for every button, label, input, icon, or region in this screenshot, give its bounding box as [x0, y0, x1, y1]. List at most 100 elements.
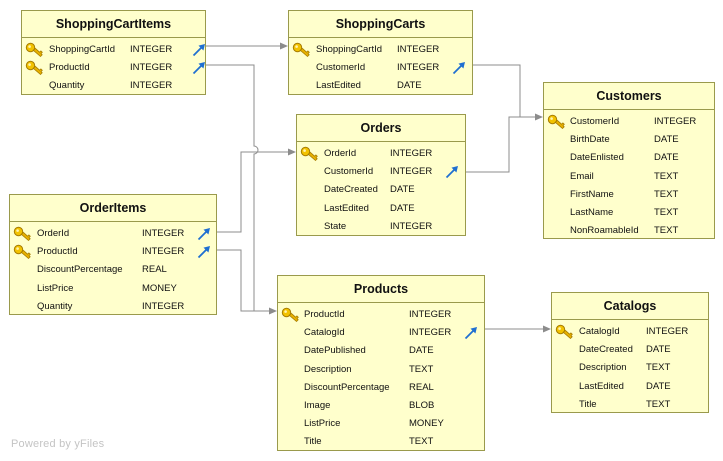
column-type: REAL: [142, 264, 167, 276]
column-type: INTEGER: [130, 62, 173, 74]
edge-order-items-to-products: [217, 249, 272, 312]
column-name: LastName: [570, 206, 614, 218]
column-type: INTEGER: [390, 148, 433, 159]
arrowhead: [280, 42, 288, 50]
column-name: State: [324, 220, 347, 232]
column-name: LastEdited: [316, 80, 361, 92]
column-name: CustomerId: [316, 62, 366, 74]
column-name: LastEdited: [324, 202, 369, 214]
column-name: DiscountPercentage: [37, 264, 123, 276]
column-name: Image: [304, 399, 331, 411]
column-type: MONEY: [142, 282, 177, 294]
column-type: DATE: [646, 380, 671, 392]
edge-shopping-cart-items-to-products: [206, 64, 272, 312]
column-name: Quantity: [37, 300, 73, 312]
column-type: BLOB: [409, 399, 435, 411]
column-name: DateCreated: [324, 184, 378, 196]
column-type: REAL: [409, 381, 434, 393]
column-type: INTEGER: [130, 44, 173, 55]
arrowhead: [288, 148, 296, 156]
column-row-list-price[interactable]: ListPrice MONEY: [10, 280, 216, 298]
column-type: DATE: [390, 202, 415, 214]
column-row-shopping-cart-id[interactable]: ShoppingCartId INTEGER: [22, 41, 205, 59]
column-type: DATE: [390, 184, 415, 196]
column-type: INTEGER: [397, 62, 440, 74]
column-row-last-edited[interactable]: LastEdited DATE: [289, 77, 472, 95]
primary-key-icon: [547, 114, 567, 130]
column-row-date-created[interactable]: DateCreated DATE: [297, 181, 465, 199]
column-type: DATE: [397, 80, 422, 92]
column-row-order-id[interactable]: OrderId INTEGER: [297, 145, 465, 163]
column-type: TEXT: [654, 225, 679, 237]
column-type: TEXT: [654, 188, 679, 200]
primary-key-icon: [25, 42, 45, 58]
column-type: TEXT: [409, 363, 434, 375]
column-row-product-id[interactable]: ProductId INTEGER: [22, 59, 205, 77]
table-title: ShoppingCarts: [289, 11, 472, 38]
column-name: ListPrice: [304, 418, 341, 430]
arrowhead: [543, 325, 551, 333]
column-name: CustomerId: [324, 166, 374, 178]
column-name: ProductId: [49, 62, 90, 74]
foreign-key-arrow-icon: [197, 227, 211, 241]
foreign-key-arrow-icon: [192, 61, 206, 75]
column-name: ProductId: [304, 309, 345, 320]
column-name: Email: [570, 170, 594, 182]
column-name: ShoppingCartId: [49, 44, 116, 55]
column-row-image[interactable]: Image BLOB: [278, 397, 484, 415]
column-row-customer-id[interactable]: CustomerId INTEGER: [289, 59, 472, 77]
column-row-quantity[interactable]: Quantity INTEGER: [10, 298, 216, 316]
edge-shopping-carts-to-customers: [473, 64, 538, 118]
column-type: TEXT: [646, 398, 671, 410]
column-name: Description: [579, 362, 627, 374]
column-type: INTEGER: [654, 116, 697, 127]
column-name: OrderId: [324, 148, 357, 159]
column-type: INTEGER: [142, 300, 185, 312]
column-name: Title: [304, 436, 322, 448]
column-row-last-edited[interactable]: LastEdited DATE: [297, 200, 465, 218]
column-name: ListPrice: [37, 282, 74, 294]
column-name: DiscountPercentage: [304, 381, 390, 393]
column-row-discount-percentage[interactable]: DiscountPercentage REAL: [10, 261, 216, 279]
primary-key-icon: [13, 226, 33, 242]
foreign-key-arrow-icon: [452, 61, 466, 75]
column-row-discount-percentage[interactable]: DiscountPercentage REAL: [278, 379, 484, 397]
arrowhead: [535, 113, 543, 121]
foreign-key-arrow-icon: [197, 245, 211, 259]
edge-orders-to-customers: [466, 116, 538, 173]
primary-key-icon: [13, 244, 33, 260]
